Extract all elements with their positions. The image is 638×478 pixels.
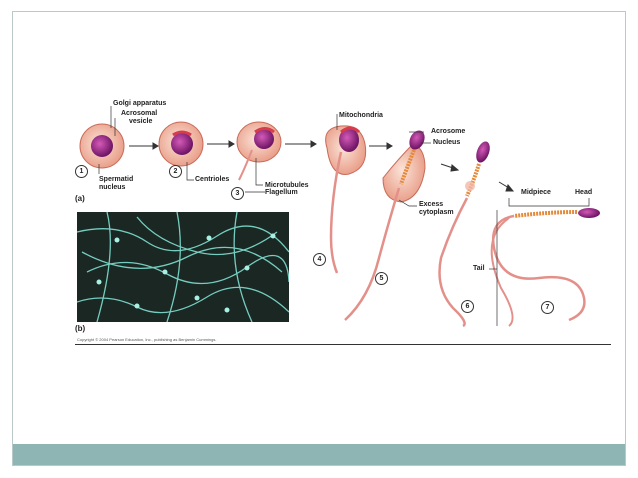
electron-micrograph	[77, 212, 289, 322]
label-vesicle: vesicle	[129, 118, 153, 125]
figure-art	[79, 106, 600, 328]
label-head: Head	[575, 189, 593, 196]
stage-6-cell	[438, 141, 490, 328]
label-golgi-apparatus: Golgi apparatus	[113, 100, 167, 107]
label-microtubules: Microtubules	[265, 182, 309, 189]
step-2-badge: 2	[169, 165, 182, 178]
stage-1-cell	[79, 123, 125, 169]
label-nucleus: Nucleus	[433, 139, 461, 146]
label-cytoplasm: cytoplasm	[419, 209, 454, 216]
stage-5-cell	[344, 130, 426, 321]
label-mitochondria: Mitochondria	[339, 112, 383, 119]
label-flagellum: Flagellum	[265, 189, 298, 196]
step-7-badge: 7	[541, 301, 554, 314]
label-spermatid: Spermatid	[99, 176, 134, 183]
step-6-badge: 6	[461, 300, 474, 313]
part-b-label: (b)	[75, 324, 86, 333]
footer-bar	[13, 444, 625, 465]
spermiogenesis-figure: Golgi apparatus Acrosomal vesicle Sperma…	[69, 88, 615, 350]
step-1-badge: 1	[75, 165, 88, 178]
label-acrosome: Acrosome	[431, 128, 466, 135]
label-acrosomal: Acrosomal	[121, 110, 158, 117]
slide: Golgi apparatus Acrosomal vesicle Sperma…	[12, 11, 626, 466]
label-nucleus-cell: nucleus	[99, 184, 126, 191]
label-centrioles: Centrioles	[195, 176, 230, 183]
label-tail: Tail	[473, 265, 485, 272]
copyright-text: Copyright © 2004 Pearson Education, Inc.…	[77, 337, 217, 342]
stage-2-cell	[158, 121, 204, 167]
figure-divider	[75, 344, 611, 345]
part-a-label: (a)	[75, 194, 85, 203]
step-5-badge: 5	[375, 272, 388, 285]
label-excess: Excess	[419, 201, 444, 208]
step-4-badge: 4	[313, 253, 326, 266]
stage-4-cell	[325, 125, 367, 274]
stage-3-cell	[236, 121, 282, 181]
label-midpiece: Midpiece	[521, 189, 551, 196]
step-3-badge: 3	[231, 187, 244, 200]
